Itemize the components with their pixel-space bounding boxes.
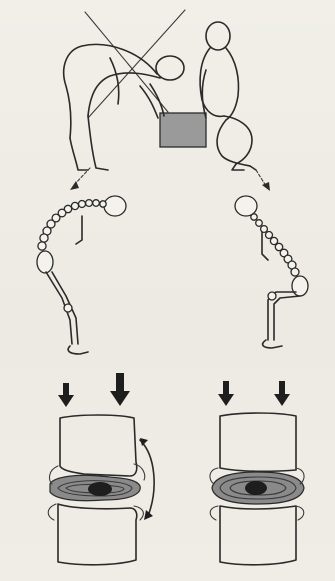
vertebra-pair-upright (210, 413, 304, 565)
vertebra-pair-flexed (48, 415, 154, 565)
skull (235, 196, 257, 216)
spine-flexed (37, 196, 126, 354)
cross-out-lines (85, 10, 185, 118)
intervertebral-disc (50, 475, 140, 500)
correct-lift-figure (200, 22, 256, 170)
pelvis (37, 251, 53, 273)
force-arrow (274, 381, 290, 406)
knee (64, 304, 72, 312)
force-arrow (58, 383, 74, 407)
foot (68, 346, 88, 354)
lifting-scene (64, 10, 256, 170)
vertebra-upper (220, 413, 296, 471)
force-arrow (218, 381, 234, 406)
curved-arrow (140, 440, 154, 516)
nucleus (245, 481, 267, 495)
vertebral-column-flexed (38, 200, 106, 250)
incorrect-lift-figure (64, 44, 184, 170)
force-arrow (110, 373, 130, 406)
intervertebral-disc (212, 472, 304, 504)
vertebra-upper (60, 415, 137, 476)
nucleus (88, 482, 112, 496)
force-arrows (58, 373, 290, 407)
pelvis (292, 276, 308, 296)
knee (268, 292, 276, 300)
arrow-head-left (70, 181, 79, 190)
vertebra-lower (58, 504, 137, 565)
arm-bone (76, 216, 82, 244)
transition-arrows (70, 168, 270, 191)
lifted-box (160, 113, 206, 147)
skull (104, 196, 126, 216)
vertebral-column-upright (251, 214, 299, 276)
foot (263, 340, 282, 348)
spine-upright (235, 196, 308, 348)
vertebra-lower (220, 506, 296, 565)
arrow-head-right (262, 182, 270, 191)
